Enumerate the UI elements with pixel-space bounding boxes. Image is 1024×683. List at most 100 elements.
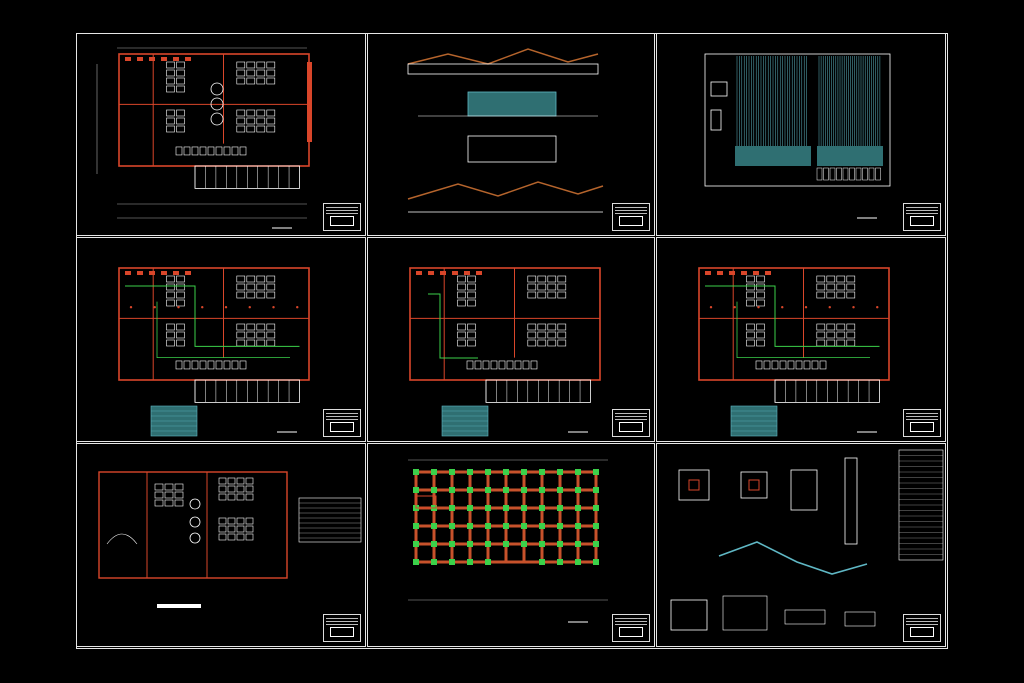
column bbox=[557, 487, 563, 493]
door-mark bbox=[161, 57, 167, 61]
desk bbox=[266, 339, 276, 347]
desk bbox=[246, 109, 256, 117]
column bbox=[449, 541, 455, 547]
sheet-electrical-a[interactable] bbox=[76, 237, 366, 442]
circuit-line bbox=[125, 285, 300, 347]
desk bbox=[236, 339, 246, 347]
sheet-roof-plan[interactable] bbox=[656, 33, 946, 236]
column bbox=[539, 541, 545, 547]
desk bbox=[246, 275, 256, 283]
column bbox=[485, 469, 491, 475]
light-fixture bbox=[876, 306, 879, 309]
roof-profile bbox=[407, 48, 599, 65]
desk bbox=[176, 77, 185, 85]
round-table bbox=[210, 112, 224, 126]
sanitary-fixture bbox=[191, 360, 199, 370]
column bbox=[503, 523, 509, 529]
title-block bbox=[612, 409, 650, 437]
service-core bbox=[710, 109, 722, 131]
title-block-line bbox=[326, 624, 358, 625]
sanitary-fixture bbox=[506, 360, 514, 370]
sanitary-fixture bbox=[819, 360, 827, 370]
column bbox=[503, 487, 509, 493]
column bbox=[539, 505, 545, 511]
door-mark bbox=[125, 57, 131, 61]
sanitary-fixture bbox=[490, 360, 498, 370]
desk bbox=[836, 331, 846, 339]
title-block-line bbox=[615, 621, 647, 622]
footing-detail bbox=[740, 471, 768, 499]
cad-drawing bbox=[670, 449, 944, 631]
sheet-elevations[interactable] bbox=[367, 33, 655, 236]
desk bbox=[164, 483, 174, 491]
desk bbox=[256, 339, 266, 347]
beam-detail bbox=[844, 611, 876, 627]
sheet-furniture-plan[interactable] bbox=[76, 443, 366, 647]
parking-space bbox=[842, 167, 849, 181]
wall-section bbox=[790, 469, 818, 511]
desk bbox=[846, 323, 856, 331]
desk bbox=[245, 525, 254, 533]
desk bbox=[467, 339, 476, 347]
sanitary-fixture bbox=[498, 360, 506, 370]
desk bbox=[176, 283, 185, 291]
door-mark bbox=[753, 271, 759, 275]
sheet-floor-plan[interactable] bbox=[76, 33, 366, 236]
title-block-line bbox=[615, 618, 647, 619]
title-block-line bbox=[326, 416, 358, 417]
desk bbox=[236, 77, 246, 85]
column bbox=[521, 541, 527, 547]
light-fixture bbox=[224, 306, 228, 309]
light-fixture bbox=[153, 306, 156, 309]
title-block-line bbox=[615, 419, 647, 420]
sanitary-fixture bbox=[231, 146, 239, 156]
desk bbox=[256, 117, 266, 125]
desk bbox=[826, 339, 836, 347]
sanitary-fixture bbox=[239, 360, 247, 370]
desk bbox=[174, 483, 184, 491]
desk bbox=[256, 283, 266, 291]
desk bbox=[176, 339, 185, 347]
column bbox=[449, 559, 455, 565]
sheet-structural-grid[interactable] bbox=[367, 443, 655, 647]
sanitary-fixture bbox=[199, 360, 207, 370]
desk bbox=[816, 323, 826, 331]
roof-edge-fill bbox=[817, 146, 883, 166]
title-block bbox=[903, 203, 941, 231]
column bbox=[431, 541, 437, 547]
desk bbox=[527, 283, 537, 291]
desk bbox=[256, 77, 266, 85]
desk bbox=[557, 339, 567, 347]
desk bbox=[557, 283, 567, 291]
door-mark bbox=[161, 271, 167, 275]
column bbox=[575, 469, 581, 475]
column bbox=[593, 505, 599, 511]
column bbox=[593, 559, 599, 565]
light-fixture bbox=[733, 306, 736, 309]
desk bbox=[836, 283, 846, 291]
desk bbox=[266, 291, 276, 299]
desk bbox=[166, 125, 175, 133]
desk bbox=[176, 125, 185, 133]
sanitary-fixture bbox=[207, 146, 215, 156]
desk bbox=[547, 283, 557, 291]
desk bbox=[154, 499, 164, 507]
door-mark bbox=[440, 271, 446, 275]
desk bbox=[218, 533, 227, 541]
light-fixture bbox=[709, 306, 713, 309]
desk bbox=[826, 275, 836, 283]
title-block-line bbox=[906, 413, 938, 414]
sheet-electrical-c[interactable] bbox=[656, 237, 946, 442]
desk bbox=[227, 525, 236, 533]
parking-space bbox=[855, 167, 862, 181]
door-mark bbox=[729, 271, 735, 275]
sheet-electrical-b[interactable] bbox=[367, 237, 655, 442]
desk bbox=[547, 323, 557, 331]
section-b bbox=[467, 135, 557, 163]
roof-profile bbox=[407, 181, 604, 200]
column bbox=[503, 505, 509, 511]
door-mark bbox=[705, 271, 711, 275]
desk bbox=[266, 109, 276, 117]
column bbox=[593, 541, 599, 547]
sheet-details[interactable] bbox=[656, 443, 946, 647]
